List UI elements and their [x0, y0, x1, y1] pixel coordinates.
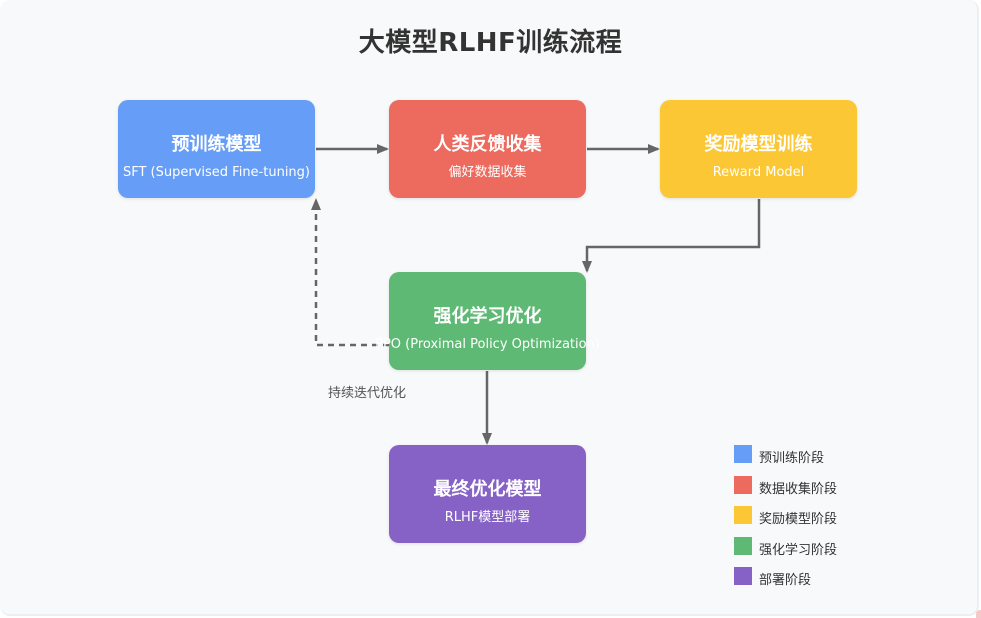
node-pretrain-title: 预训练模型	[171, 134, 262, 155]
legend-label-reward: 奖励模型阶段	[759, 512, 838, 527]
node-rl-title: 强化学习优化	[433, 306, 542, 327]
node-pretrain-subtitle: SFT (Supervised Fine-tuning)	[122, 165, 310, 180]
loop-label: 持续迭代优化	[328, 386, 407, 401]
node-final-title: 最终优化模型	[433, 479, 542, 500]
node-final-subtitle: RLHF模型部署	[444, 510, 531, 525]
node-reward-subtitle: Reward Model	[712, 165, 805, 180]
arrow-reward-to-rl	[582, 199, 761, 273]
diagram-title: 大模型RLHF训练流程	[358, 28, 623, 58]
legend-swatch-reward	[734, 506, 752, 524]
node-human-feedback: 人类反馈收集 偏好数据收集	[389, 100, 586, 198]
node-feedback-title: 人类反馈收集	[433, 134, 542, 155]
legend-swatch-deploy	[734, 567, 752, 585]
node-reward-model: 奖励模型训练 Reward Model	[660, 100, 857, 198]
legend-label-data-collection: 数据收集阶段	[759, 481, 838, 497]
node-pretrain-model: 预训练模型 SFT (Supervised Fine-tuning)	[118, 100, 315, 198]
legend-swatch-data-collection	[734, 475, 752, 494]
node-rl-optimization: 强化学习优化 PPO (Proximal Policy Optimization…	[375, 272, 600, 370]
legend-swatch-pretrain	[734, 445, 752, 463]
legend-label-pretrain: 预训练阶段	[759, 451, 825, 466]
legend-label-deploy: 部署阶段	[759, 573, 812, 588]
arrow-rl-loop-to-pretrain	[311, 198, 389, 347]
legend-swatch-rl	[734, 536, 752, 555]
node-feedback-subtitle: 偏好数据收集	[448, 165, 527, 180]
node-rl-subtitle: PPO (Proximal Policy Optimization)	[375, 337, 600, 352]
node-reward-title: 奖励模型训练	[704, 134, 813, 155]
corner-accent	[976, 610, 981, 618]
node-final-model: 最终优化模型 RLHF模型部署	[389, 445, 586, 543]
legend-label-rl: 强化学习阶段	[759, 542, 838, 558]
